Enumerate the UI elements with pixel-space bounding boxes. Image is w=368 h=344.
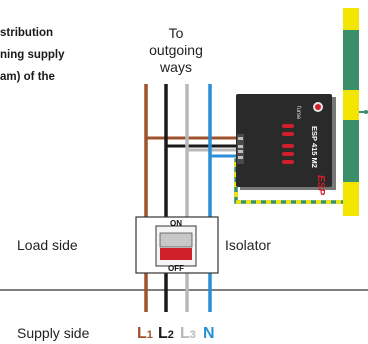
spd-terminal-block — [237, 134, 244, 164]
spd-led — [282, 160, 294, 164]
conductor-label-main: L — [137, 325, 147, 342]
spd-model: ESP 415 M2 — [310, 126, 319, 168]
spd-led — [282, 124, 294, 128]
conductor-label-main: L — [180, 325, 190, 342]
spd-led — [282, 152, 294, 156]
conductor-labels: L1 L2 L3 N — [137, 325, 215, 342]
spd-led — [282, 132, 294, 136]
spd-logo: ESP — [315, 175, 326, 195]
isolator-on-label: ON — [170, 219, 182, 228]
spd-terminal — [238, 156, 243, 159]
spd-terminal — [238, 137, 243, 140]
spd-body — [236, 94, 332, 187]
conductor-label-l1: L1 — [137, 325, 153, 342]
earth-bar-yellow-segment — [343, 182, 359, 216]
conductor-label-main: N — [203, 325, 215, 342]
conductor-label-sub: 2 — [168, 329, 174, 341]
spd-branch-wires — [146, 136, 244, 158]
isolator-label: Isolator — [225, 237, 271, 253]
conductor-label-sub: 1 — [147, 329, 153, 341]
outgoing-label-line-1: To — [169, 25, 184, 41]
spd-brand: furse — [295, 106, 301, 120]
conductor-label-l3: L3 — [180, 325, 196, 342]
outgoing-label-line-2: outgoing — [149, 42, 203, 58]
earth-bar-terminal — [364, 110, 368, 114]
earth-bar-yellow-segment — [343, 8, 359, 30]
earth-bar-green-segment — [343, 30, 359, 90]
intro-text-line-2: ning supply — [0, 49, 65, 61]
isolator-handle — [159, 232, 193, 248]
spd-indicator-leds — [282, 124, 294, 164]
conductor-label-l2: L2 — [158, 325, 174, 342]
spd-terminal-strip — [237, 134, 244, 164]
earth-bar-green-segment — [343, 120, 359, 182]
isolator-off-label: OFF — [168, 264, 184, 273]
conductor-label-sub: 3 — [190, 329, 196, 341]
spd-terminal — [238, 145, 243, 148]
main-conductors — [144, 84, 212, 312]
earth-bar — [343, 8, 368, 216]
spd-brand-logo-dot — [315, 104, 321, 110]
conductor-label-main: L — [158, 325, 168, 342]
surge-protection-device: furse ESP 415 M2 ESP — [236, 94, 336, 195]
conductor-label-n: N — [203, 325, 215, 342]
supply-side-label: Supply side — [17, 325, 90, 341]
load-side-label: Load side — [17, 237, 78, 253]
isolator-switch: ON OFF — [135, 216, 219, 274]
intro-text-line-3: am) of the — [0, 71, 55, 83]
isolator-off-indicator — [160, 248, 192, 260]
spd-led — [282, 144, 294, 148]
spd-terminal — [238, 150, 243, 153]
earth-bar-yellow-segment — [343, 90, 359, 120]
intro-text-line-1: stribution — [0, 27, 53, 39]
outgoing-label-line-3: ways — [159, 59, 192, 75]
